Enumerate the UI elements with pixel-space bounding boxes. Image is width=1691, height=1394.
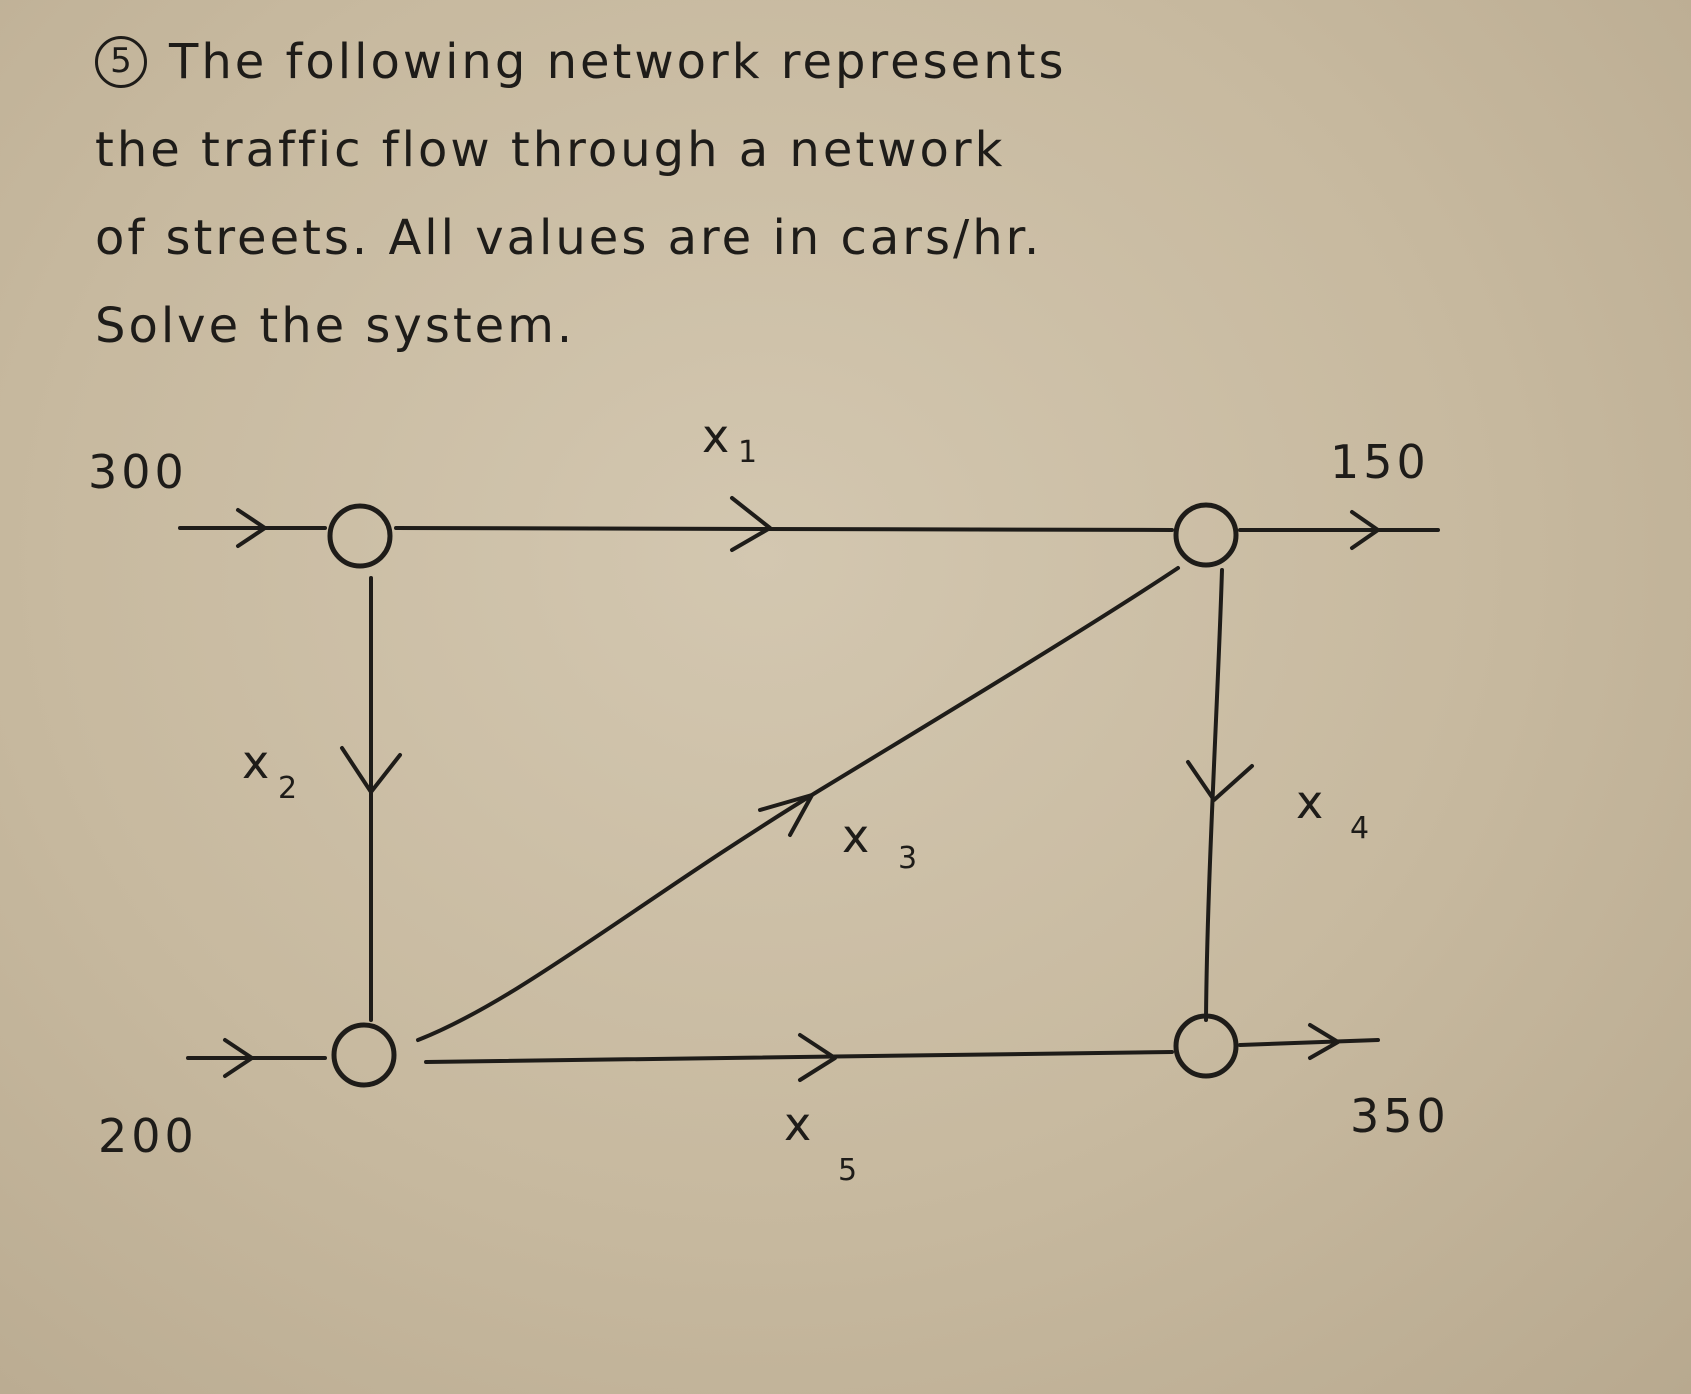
edge-x3-sub: 3 <box>898 841 917 876</box>
edge-x5-label: x 5 <box>784 1097 857 1188</box>
outflow-bottom-right-line <box>1238 1038 1380 1047</box>
edge-x3-line <box>416 566 1180 1042</box>
edge-x5-sub: 5 <box>838 1153 857 1188</box>
edge-x2-sub: 2 <box>278 771 297 806</box>
edge-x3-var: x <box>842 809 873 863</box>
outflow-top-right-label: 150 <box>1330 435 1430 489</box>
edge-x1-arrowhead <box>730 496 772 552</box>
edge-x4-var: x <box>1296 775 1327 829</box>
node-top-right <box>1173 502 1239 568</box>
edge-x1-line <box>394 526 1174 532</box>
edge-x1-sub: 1 <box>738 435 757 470</box>
problem-line-2: the traffic flow through a network <box>95 122 1006 178</box>
edge-x2-arrowhead <box>340 746 402 794</box>
problem-line-3: of streets. All values are in cars/hr. <box>95 210 1043 266</box>
edge-x2-label: x 2 <box>242 735 297 806</box>
edge-x3-label: x 3 <box>842 809 917 876</box>
problem-statement: 5 The following network represents the tr… <box>95 18 1515 370</box>
node-bottom-left <box>331 1022 397 1088</box>
edge-x3-arrowhead <box>758 793 814 837</box>
inflow-top-left-arrowhead <box>236 508 267 548</box>
inflow-bottom-left-arrowhead <box>223 1038 254 1078</box>
edge-x1-var: x <box>702 409 733 463</box>
edge-x4-sub: 4 <box>1350 811 1369 846</box>
outflow-top-right-arrowhead <box>1350 510 1380 550</box>
node-bottom-right <box>1173 1013 1239 1079</box>
node-top-left <box>327 503 393 569</box>
edge-x4-line <box>1204 568 1224 1022</box>
edge-x4-label: x 4 <box>1296 775 1369 846</box>
inflow-top-left-label: 300 <box>88 445 188 499</box>
edge-x2-var: x <box>242 735 273 789</box>
problem-line-1: 5 The following network represents <box>95 18 1515 106</box>
edge-x5-line <box>424 1050 1174 1064</box>
problem-number-badge: 5 <box>95 36 147 88</box>
edge-x1-label: x 1 <box>702 409 757 470</box>
inflow-bottom-left-label: 200 <box>98 1109 198 1163</box>
outflow-bottom-right-label: 350 <box>1350 1089 1450 1143</box>
edge-x5-arrowhead <box>798 1033 837 1082</box>
edge-x4-arrowhead <box>1186 760 1254 802</box>
outflow-bottom-right-arrowhead <box>1308 1023 1340 1060</box>
edge-x5-var: x <box>784 1097 815 1151</box>
problem-line-4: Solve the system. <box>95 298 576 354</box>
problem-text-1: The following network represents <box>169 34 1067 90</box>
